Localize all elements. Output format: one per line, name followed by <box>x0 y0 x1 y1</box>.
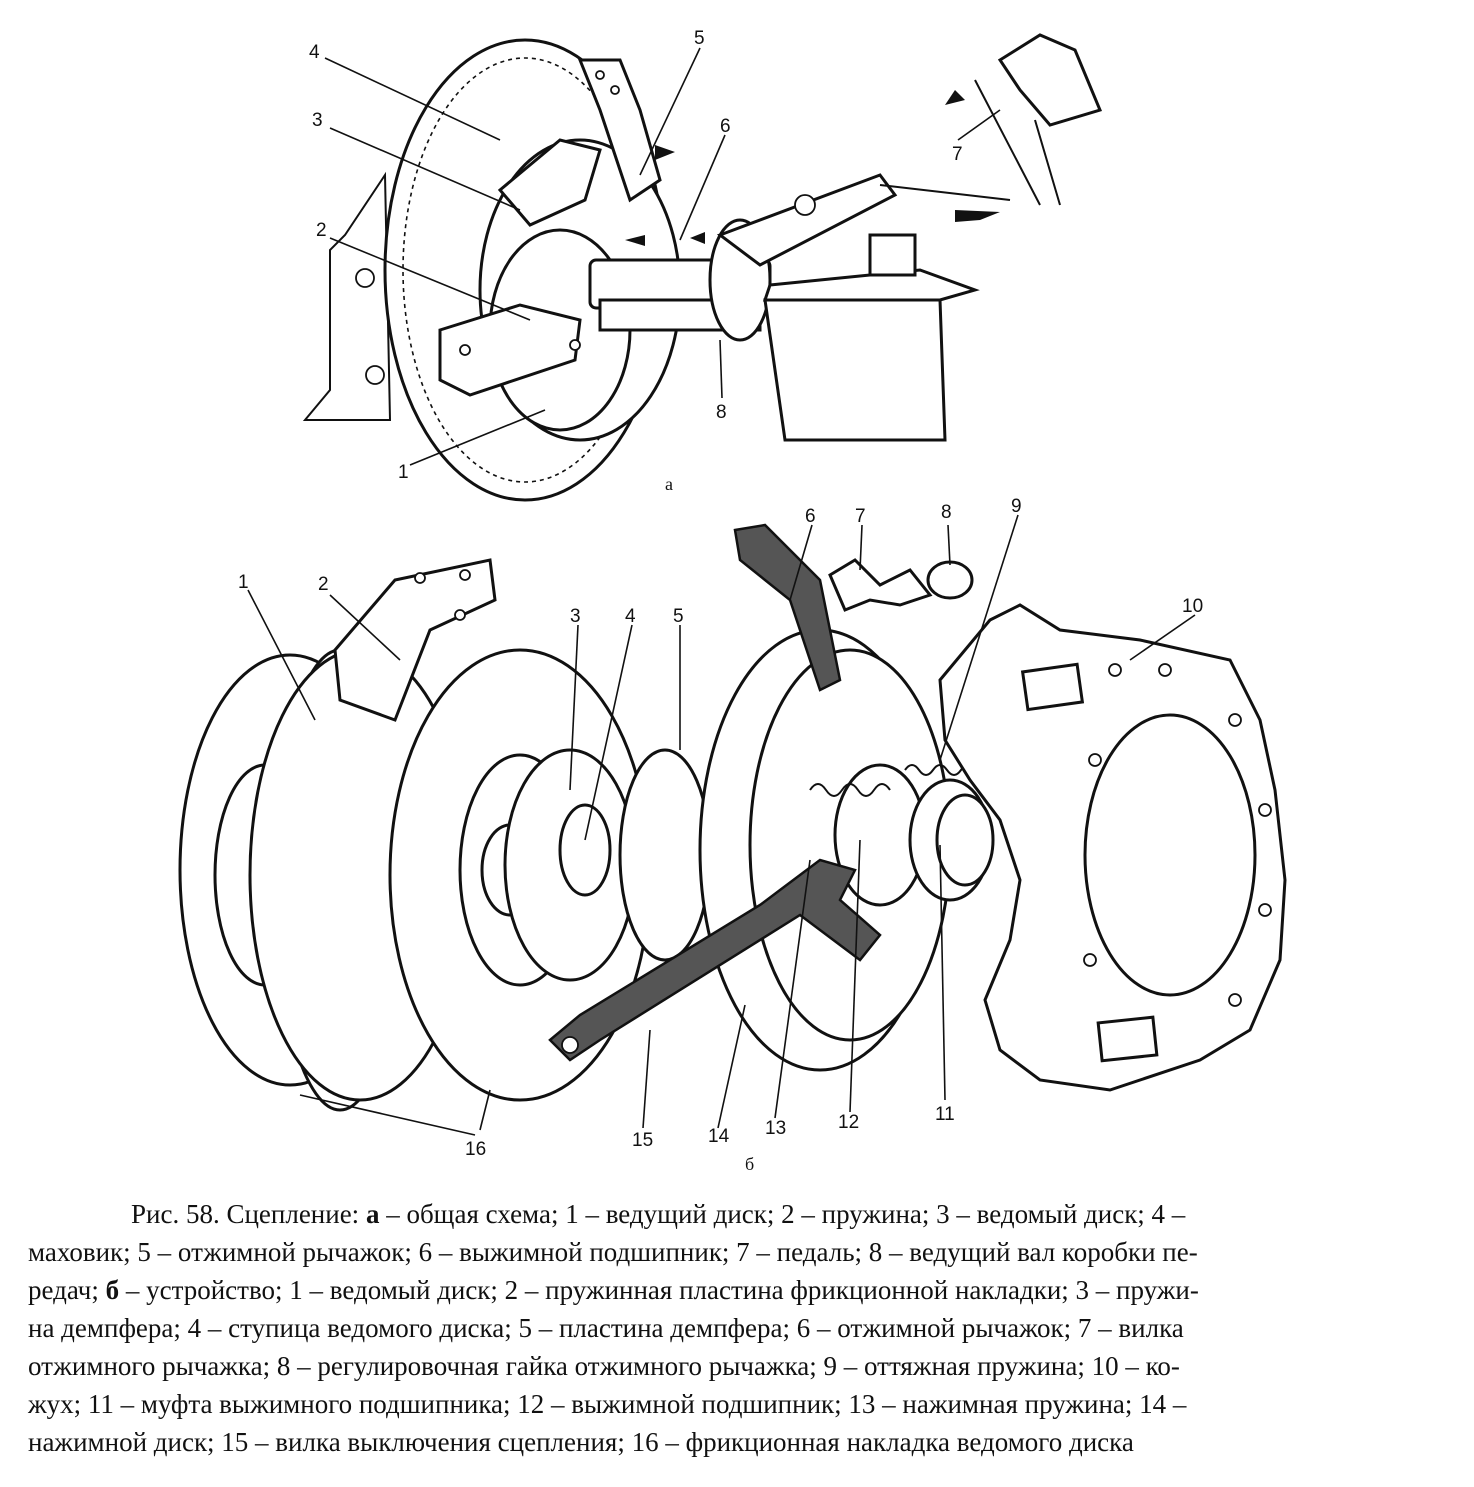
fig-b-label-11: 11 <box>935 1104 955 1125</box>
fig-b-label-5: 5 <box>673 606 684 627</box>
caption-text: редач; <box>28 1275 106 1305</box>
fig-b-label-10: 10 <box>1182 596 1203 617</box>
caption-text: – устройство; 1 – ведомый диск; 2 – пруж… <box>119 1275 1199 1305</box>
fig-b-label-2: 2 <box>318 574 329 595</box>
caption-line-1: Рис. 58. Сцепление: а – общая схема; 1 –… <box>28 1195 1418 1233</box>
caption-line-6: жух; 11 – муфта выжимного подшипника; 12… <box>28 1389 1187 1419</box>
fig-b-label-8: 8 <box>941 502 952 523</box>
fig-b-sublabel: б <box>745 1154 754 1174</box>
fig-b-label-3: 3 <box>570 606 581 627</box>
caption-text: – общая схема; 1 – ведущий диск; 2 – пру… <box>379 1199 1186 1229</box>
fig-b-label-1: 1 <box>238 572 249 593</box>
fig-a-label-5: 5 <box>694 28 705 49</box>
fig-a-label-4: 4 <box>309 42 320 63</box>
caption-key-a: а <box>365 1199 380 1229</box>
fig-b-label-15: 15 <box>632 1130 653 1151</box>
fig-a-label-1: 1 <box>398 462 409 483</box>
fig-a-label-7: 7 <box>952 144 963 165</box>
fig-b-label-14: 14 <box>708 1126 730 1147</box>
fig-a-sublabel: а <box>665 474 673 494</box>
caption-line-4: на демпфера; 4 – ступица ведомого диска;… <box>28 1313 1184 1343</box>
fig-a-label-6: 6 <box>720 116 731 137</box>
fig-b-label-12: 12 <box>838 1112 859 1133</box>
fig-a-label-3: 3 <box>312 110 323 131</box>
fig-b-label-6: 6 <box>805 506 816 527</box>
clutch-figure: 1 2 3 4 5 6 7 8 а <box>178 28 1287 1174</box>
figure-a-drawing: 1 2 3 4 5 6 7 8 а <box>302 28 1103 502</box>
fig-b-label-4: 4 <box>625 606 636 627</box>
caption-text: Рис. 58. Сцепление: <box>131 1199 366 1229</box>
caption-line-3: редач; б – устройство; 1 – ведомый диск;… <box>28 1271 1418 1309</box>
caption-line-7: нажимной диск; 15 – вилка выключения сце… <box>28 1427 1134 1457</box>
figure-b-drawing: 1 2 3 4 5 6 7 8 9 10 11 12 13 14 15 16 б <box>178 496 1287 1174</box>
caption-key-b: б <box>105 1275 120 1305</box>
fig-b-label-7: 7 <box>855 506 866 527</box>
fig-b-label-16: 16 <box>465 1139 486 1160</box>
fig-a-label-2: 2 <box>316 220 327 241</box>
caption-line-5: отжимного рычажка; 8 – регулировочная га… <box>28 1351 1180 1381</box>
fig-b-label-9: 9 <box>1011 496 1022 517</box>
figure-caption: Рис. 58. Сцепление: а – общая схема; 1 –… <box>28 1195 1418 1461</box>
caption-line-2: маховик; 5 – отжимной рычажок; 6 – выжим… <box>28 1237 1198 1267</box>
fig-b-label-13: 13 <box>765 1118 786 1139</box>
fig-a-label-8: 8 <box>716 402 727 423</box>
